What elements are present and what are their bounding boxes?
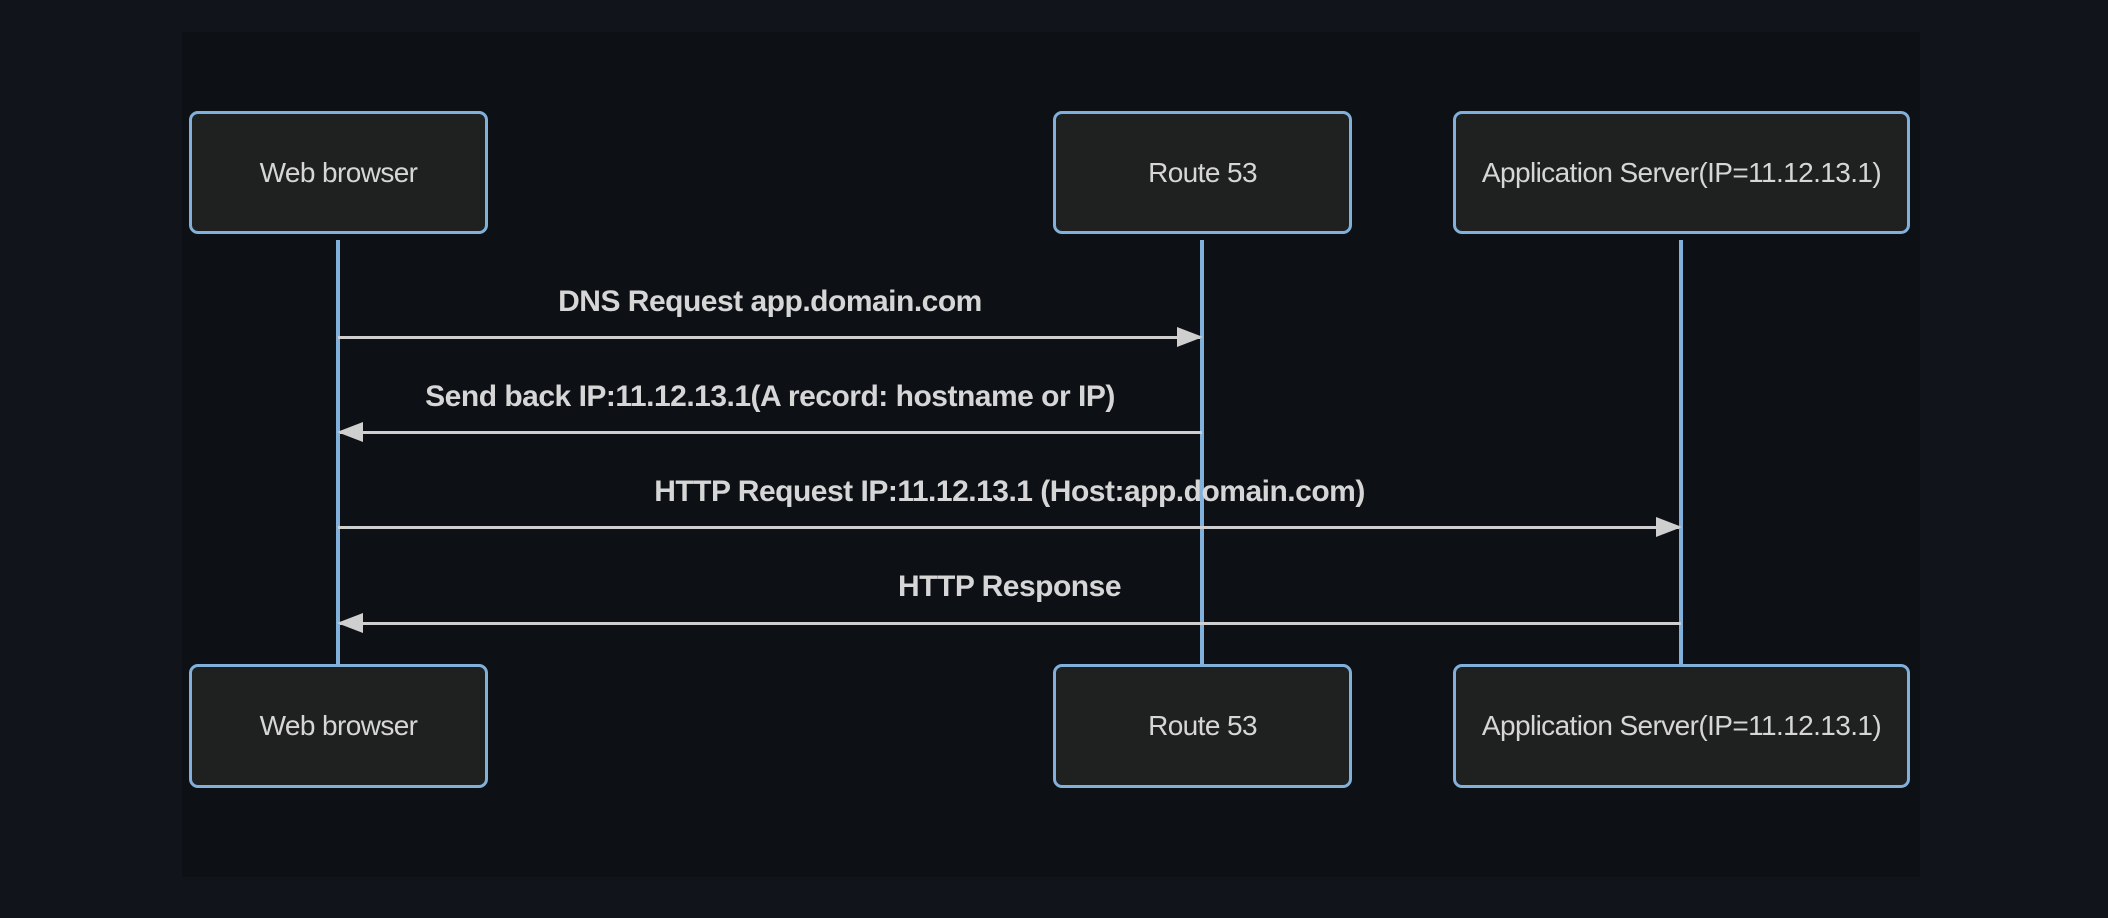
actor-label: Application Server(IP=11.12.13.1) bbox=[1481, 710, 1882, 741]
actor-bottom-web-browser: Web browser bbox=[189, 664, 488, 788]
actor-top-web-browser: Web browser bbox=[189, 111, 488, 234]
actor-label: Route 53 bbox=[1148, 710, 1257, 741]
actor-label: Web browser bbox=[259, 710, 418, 741]
arrowhead-left-icon bbox=[337, 422, 363, 442]
actor-label: Route 53 bbox=[1148, 156, 1257, 188]
lifeline-app-server bbox=[1679, 240, 1683, 664]
actor-top-app-server: Application Server(IP=11.12.13.1) bbox=[1453, 111, 1910, 234]
message-arrow-http-response bbox=[337, 613, 1681, 634]
actor-bottom-route-53: Route 53 bbox=[1053, 664, 1352, 788]
actor-bottom-app-server: Application Server(IP=11.12.13.1) bbox=[1453, 664, 1910, 788]
actor-label: Web browser bbox=[259, 156, 418, 188]
message-arrow-dns-response bbox=[337, 422, 1202, 443]
arrow-shaft bbox=[340, 431, 1202, 434]
message-arrow-http-request bbox=[338, 517, 1682, 538]
message-label-http-response: HTTP Response bbox=[898, 570, 1122, 603]
message-label-dns-response: Send back IP:11.12.13.1(A record: hostna… bbox=[425, 380, 1115, 413]
message-arrow-dns-request bbox=[338, 327, 1203, 348]
actor-top-route-53: Route 53 bbox=[1053, 111, 1352, 234]
arrowhead-right-icon bbox=[1656, 517, 1682, 537]
lifeline-web-browser bbox=[336, 240, 340, 664]
lifeline-route-53 bbox=[1200, 240, 1204, 664]
message-label-http-request: HTTP Request IP:11.12.13.1 (Host:app.dom… bbox=[654, 475, 1365, 508]
message-label-dns-request: DNS Request app.domain.com bbox=[558, 285, 982, 318]
actor-label: Application Server(IP=11.12.13.1) bbox=[1481, 156, 1882, 188]
arrow-shaft bbox=[338, 526, 1679, 529]
arrow-shaft bbox=[340, 622, 1681, 625]
arrowhead-right-icon bbox=[1177, 327, 1203, 347]
arrowhead-left-icon bbox=[337, 613, 363, 633]
arrow-shaft bbox=[338, 336, 1200, 339]
